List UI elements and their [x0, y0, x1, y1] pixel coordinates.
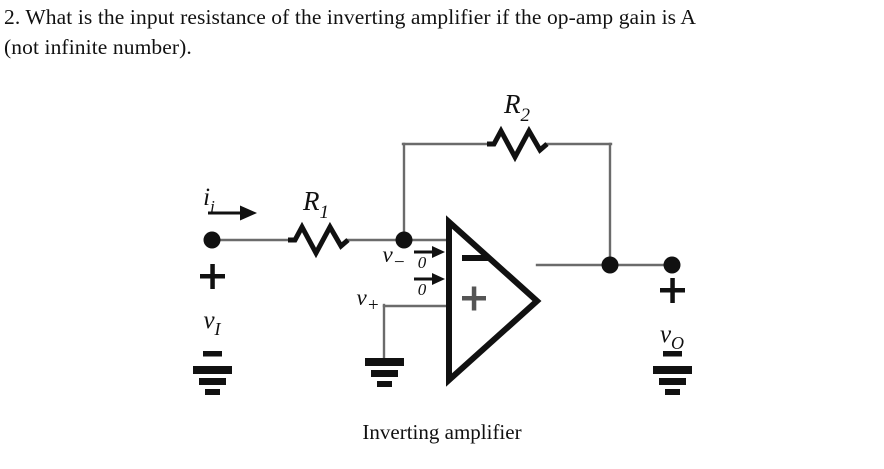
label-v-output: vO: [660, 321, 684, 353]
label-resistor-r2: R2: [503, 89, 531, 126]
zero-current-arrow-noninverting: [414, 273, 445, 285]
node-summing-junction: [395, 231, 413, 249]
ground-symbol-input: [193, 351, 232, 395]
circuit-diagram: ii R1 R2 v− v+ 0 0 vI vO: [0, 70, 884, 415]
opamp-noninverting-sign: [462, 286, 486, 311]
question-text: 2. What is the input resistance of the i…: [4, 2, 880, 62]
question-line-1: 2. What is the input resistance of the i…: [4, 5, 697, 29]
polarity-plus-output: [660, 278, 685, 303]
opamp-triangle: [446, 215, 542, 387]
zero-current-arrow-inverting: [414, 246, 445, 258]
question-line-2: (not infinite number).: [4, 35, 192, 59]
label-v-plus: v+: [356, 285, 379, 316]
node-output-terminal: [663, 256, 681, 274]
node-output-junction: [601, 256, 619, 274]
label-input-current: ii: [203, 184, 215, 216]
ground-symbol-noninverting: [365, 358, 404, 387]
label-zero-current-bottom: 0: [418, 280, 427, 299]
opamp-inverting-sign: [462, 255, 488, 261]
node-input-terminal: [203, 231, 221, 249]
inverting-amplifier-schematic: ii R1 R2 v− v+ 0 0 vI vO: [193, 89, 692, 395]
input-current-arrow: [208, 205, 257, 221]
ground-symbol-output: [653, 351, 692, 395]
polarity-plus-input: [200, 264, 225, 289]
resistor-r1-symbol: [288, 221, 350, 259]
label-v-minus: v−: [382, 242, 405, 273]
figure-caption: Inverting amplifier: [362, 420, 522, 444]
resistor-r2-symbol: [487, 125, 549, 163]
label-resistor-r1: R1: [302, 186, 329, 223]
label-zero-current-top: 0: [418, 253, 427, 272]
label-v-input: vI: [203, 307, 221, 339]
